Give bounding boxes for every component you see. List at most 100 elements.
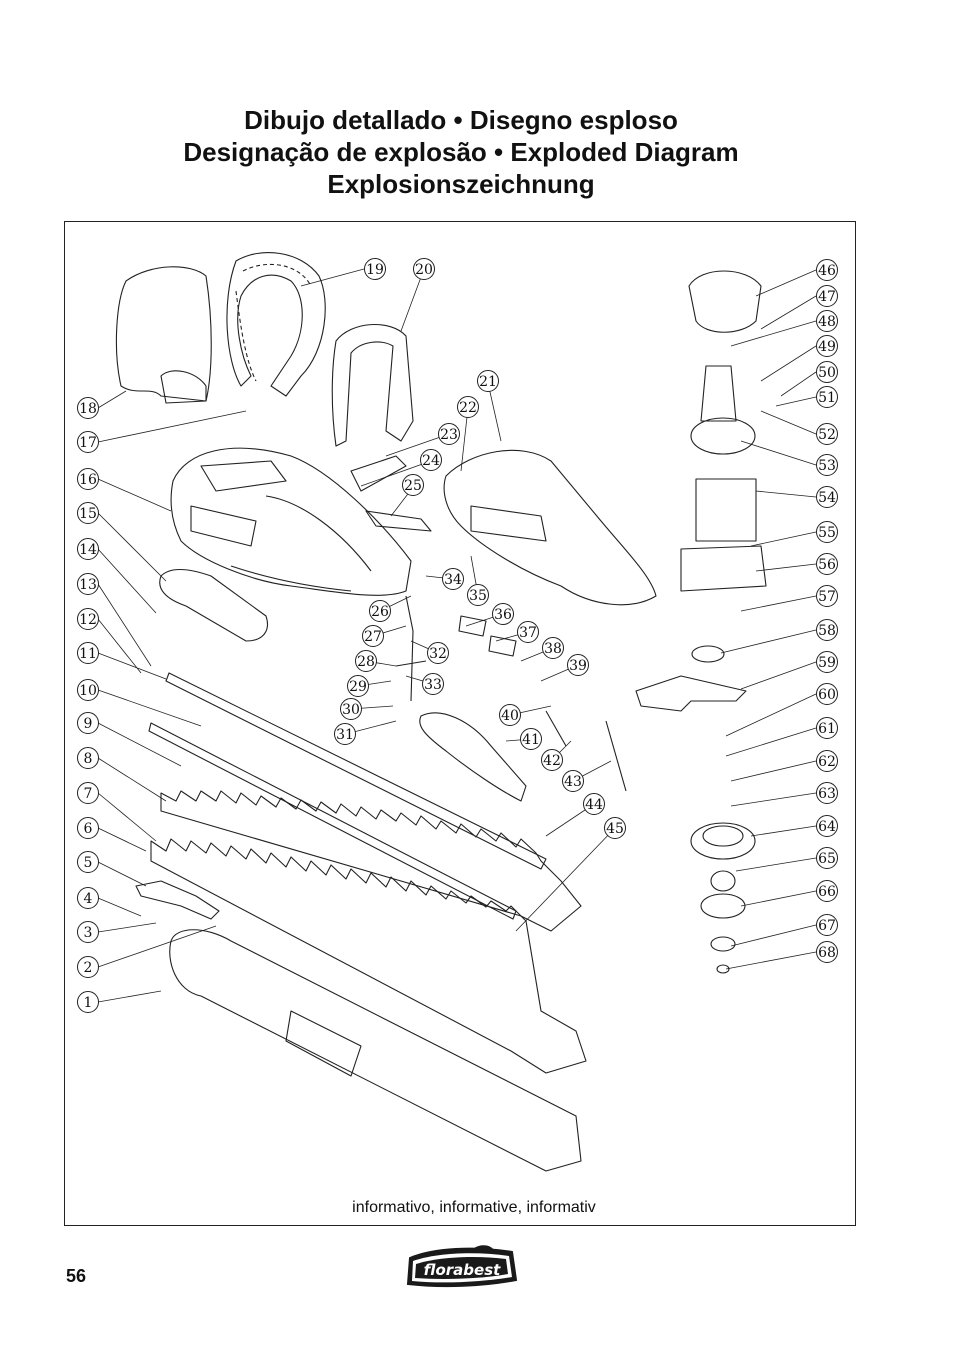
- svg-text:8: 8: [84, 751, 93, 767]
- callout-48: 48: [816, 310, 838, 332]
- callout-25: 25: [402, 474, 424, 496]
- callout-44: 44: [583, 793, 605, 815]
- svg-text:14: 14: [79, 542, 97, 558]
- retaining-ring-part: [710, 936, 736, 952]
- svg-text:31: 31: [336, 727, 354, 743]
- fan-housing-part: [688, 270, 762, 333]
- callout-29: 29: [347, 675, 369, 697]
- front-handle-part: [226, 252, 326, 397]
- callout-3: 3: [77, 921, 99, 943]
- callout-52: 52: [816, 423, 838, 445]
- gear-part: [690, 822, 756, 860]
- callout-5: 5: [77, 851, 99, 873]
- svg-text:56: 56: [818, 557, 836, 573]
- svg-text:23: 23: [440, 427, 458, 443]
- callout-62: 62: [816, 750, 838, 772]
- page-title: Dibujo detallado • Disegno esploso Desig…: [0, 104, 922, 200]
- svg-text:20: 20: [415, 262, 433, 278]
- callout-28: 28: [355, 650, 377, 672]
- callout-20: 20: [413, 258, 435, 280]
- blade-bar-part: [165, 672, 547, 870]
- callout-24: 24: [420, 449, 442, 471]
- callout-53: 53: [816, 454, 838, 476]
- svg-text:17: 17: [79, 435, 97, 451]
- svg-text:1: 1: [84, 995, 93, 1011]
- callout-54: 54: [816, 486, 838, 508]
- hand-guard-part: [115, 266, 212, 402]
- svg-text:9: 9: [84, 716, 93, 732]
- callout-39: 39: [567, 654, 589, 676]
- svg-text:19: 19: [366, 262, 384, 278]
- svg-text:27: 27: [364, 629, 382, 645]
- part-callouts: 1 2 3 4 5 6 7 8 9 10 11 12 13 14 15 16 1…: [77, 258, 838, 1013]
- fan-part: [690, 417, 756, 455]
- svg-text:16: 16: [79, 472, 97, 488]
- svg-text:7: 7: [84, 786, 93, 802]
- svg-text:48: 48: [818, 314, 836, 330]
- svg-text:15: 15: [79, 506, 97, 522]
- callout-27: 27: [362, 625, 384, 647]
- callout-55: 55: [816, 521, 838, 543]
- callout-49: 49: [816, 335, 838, 357]
- callout-18: 18: [77, 397, 99, 419]
- callout-38: 38: [542, 637, 564, 659]
- callout-59: 59: [816, 651, 838, 673]
- callout-16: 16: [77, 468, 99, 490]
- callout-14: 14: [77, 538, 99, 560]
- svg-text:67: 67: [818, 918, 836, 934]
- svg-text:58: 58: [818, 623, 836, 639]
- motor-mount-part: [680, 545, 767, 592]
- callout-47: 47: [816, 285, 838, 307]
- guard-bar-part: [419, 712, 527, 802]
- svg-text:62: 62: [818, 754, 836, 770]
- callout-58: 58: [816, 619, 838, 641]
- grip-cover-part: [331, 324, 414, 447]
- callout-56: 56: [816, 553, 838, 575]
- svg-text:26: 26: [371, 604, 389, 620]
- svg-text:florabest: florabest: [424, 1261, 501, 1279]
- callout-22: 22: [457, 396, 479, 418]
- callout-43: 43: [562, 770, 584, 792]
- svg-text:32: 32: [429, 646, 447, 662]
- callout-21: 21: [477, 370, 499, 392]
- callout-51: 51: [816, 386, 838, 408]
- spring-part: [710, 870, 736, 892]
- svg-text:6: 6: [84, 821, 93, 837]
- svg-text:40: 40: [501, 708, 519, 724]
- title-line-2: Designação de explosão • Exploded Diagra…: [183, 137, 739, 167]
- svg-text:57: 57: [818, 589, 836, 605]
- svg-text:38: 38: [544, 641, 562, 657]
- callout-46: 46: [816, 259, 838, 281]
- bracket-part: [135, 880, 220, 920]
- callout-60: 60: [816, 683, 838, 705]
- callout-67: 67: [816, 914, 838, 936]
- blade-sheath-part: [169, 929, 582, 1172]
- svg-text:63: 63: [818, 786, 836, 802]
- callout-11: 11: [77, 642, 99, 664]
- callout-23: 23: [438, 423, 460, 445]
- title-line-3: Explosionszeichnung: [327, 169, 595, 199]
- callout-1: 1: [77, 991, 99, 1013]
- svg-text:60: 60: [818, 687, 836, 703]
- svg-text:4: 4: [84, 891, 93, 907]
- svg-text:35: 35: [469, 588, 487, 604]
- svg-text:53: 53: [818, 458, 836, 474]
- svg-text:41: 41: [522, 732, 540, 748]
- parts-drawing: [115, 252, 767, 1172]
- lower-blade-part: [150, 838, 587, 1074]
- cover-plate-part: [159, 569, 268, 642]
- callout-9: 9: [77, 712, 99, 734]
- svg-text:55: 55: [818, 525, 836, 541]
- stator-part: [695, 478, 757, 542]
- svg-text:37: 37: [519, 625, 537, 641]
- armature-part: [700, 365, 737, 422]
- switch-part: [350, 455, 407, 492]
- diagram-caption: informativo, informative, informativ: [352, 1199, 596, 1216]
- callout-7: 7: [77, 782, 99, 804]
- callout-63: 63: [816, 782, 838, 804]
- svg-text:10: 10: [79, 683, 97, 699]
- callout-36: 36: [492, 603, 514, 625]
- leader-lines: [97, 268, 817, 1003]
- callout-68: 68: [816, 941, 838, 963]
- svg-text:54: 54: [818, 490, 836, 506]
